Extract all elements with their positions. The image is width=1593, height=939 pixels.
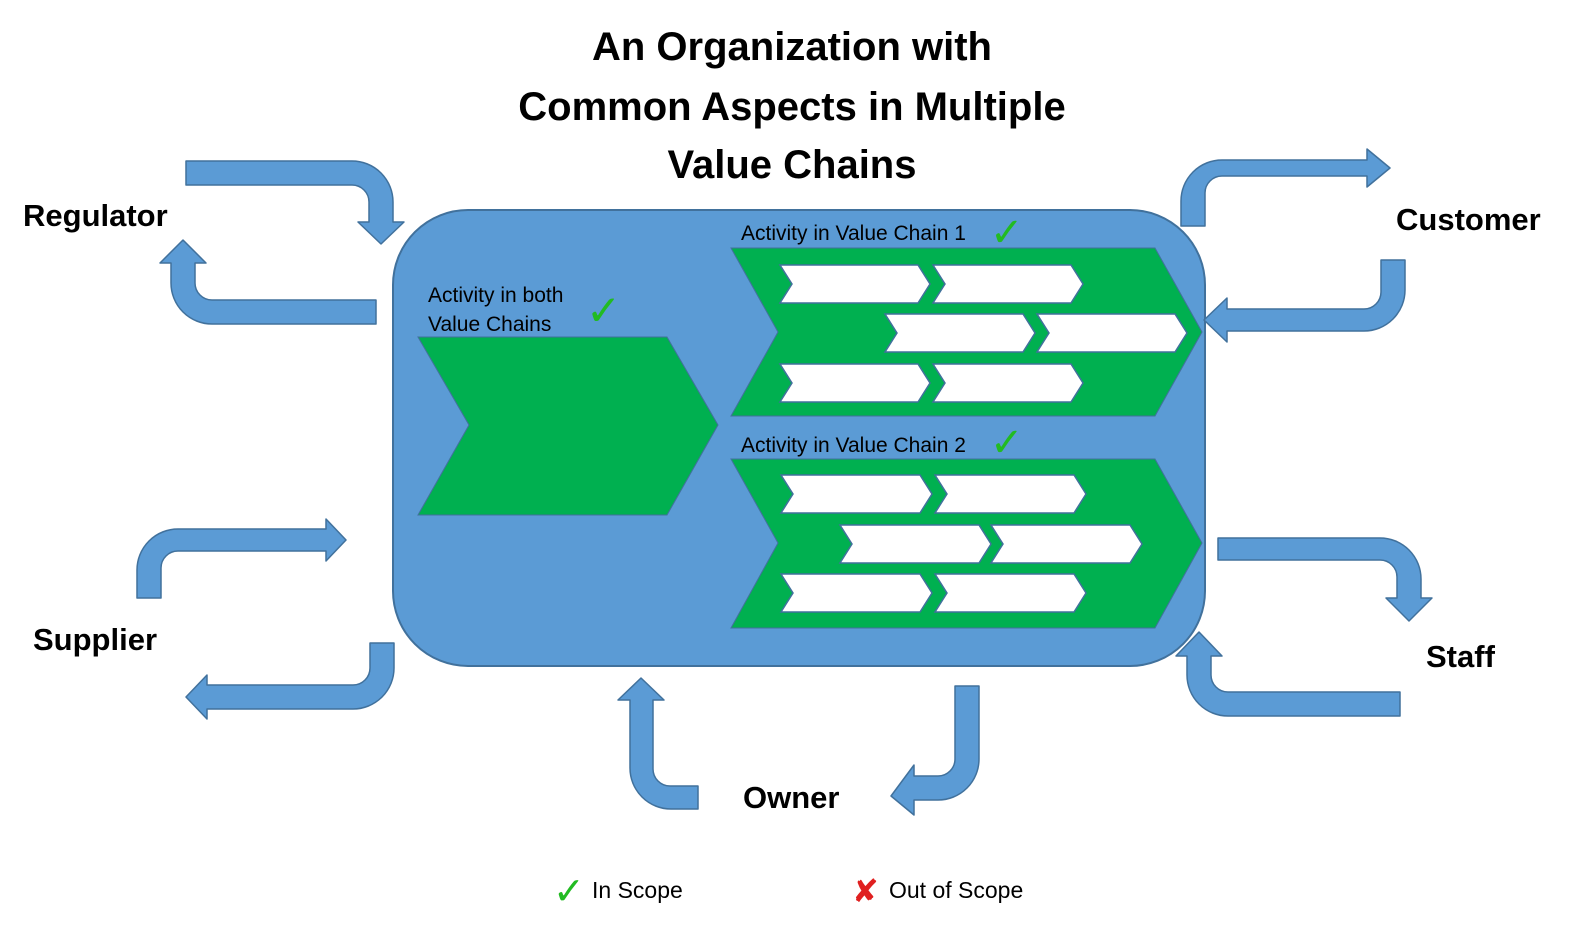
value-chain-1-label: Activity in Value Chain 1 (741, 222, 966, 245)
customer-label: Customer (1396, 202, 1541, 237)
chain-2-activity (933, 573, 1087, 613)
regulator-inbound-arrow (185, 160, 405, 245)
title-line-3: Value Chains (668, 143, 917, 187)
customer-outbound-arrow (1180, 148, 1391, 227)
staff-outbound-arrow (1217, 537, 1433, 622)
chain-1-activity (1035, 313, 1188, 353)
regulator-label: Regulator (23, 198, 168, 233)
value-chain-2-activities (779, 474, 1143, 613)
owner-inbound-arrow (617, 677, 699, 810)
legend-in-scope-label: In Scope (592, 877, 683, 903)
chain-1-activity (931, 363, 1084, 403)
value-chain-2-check-icon: ✓ (990, 420, 1024, 466)
legend: ✓ In Scope ✘ Out of Scope (553, 869, 1023, 913)
chain-1-activity (931, 264, 1084, 304)
legend-cross-icon: ✘ (852, 872, 879, 910)
chain-2-activity (779, 474, 933, 514)
supplier-outbound-arrow (185, 642, 395, 720)
value-chain-1-activities (778, 264, 1188, 403)
shared-activity-check-icon: ✓ (586, 286, 621, 335)
staff-label: Staff (1426, 639, 1496, 674)
chain-2-activity (838, 524, 992, 564)
chain-2-activity (779, 573, 933, 613)
shared-activity-label-line-2: Value Chains (428, 313, 551, 336)
regulator-outbound-arrow (159, 239, 377, 325)
shared-activity-label-line-1: Activity in both (428, 284, 563, 307)
chain-1-activity (778, 363, 931, 403)
chain-1-activity (778, 264, 931, 304)
title-line-2: Common Aspects in Multiple (518, 85, 1065, 129)
shared-activity-chevron (417, 336, 719, 516)
legend-check-icon: ✓ (553, 869, 585, 913)
supplier-inbound-arrow (136, 518, 347, 599)
value-chain-1-check-icon: ✓ (990, 210, 1024, 256)
legend-out-of-scope-label: Out of Scope (889, 877, 1023, 903)
chain-2-activity (989, 524, 1143, 564)
chain-1-activity (883, 313, 1036, 353)
title-line-1: An Organization with (592, 25, 992, 69)
owner-label: Owner (743, 780, 839, 815)
customer-inbound-arrow (1203, 259, 1406, 343)
staff-inbound-arrow (1175, 631, 1401, 717)
chain-2-activity (933, 474, 1087, 514)
supplier-label: Supplier (33, 622, 157, 657)
owner-outbound-arrow (890, 685, 980, 816)
value-chain-2-label: Activity in Value Chain 2 (741, 434, 966, 457)
